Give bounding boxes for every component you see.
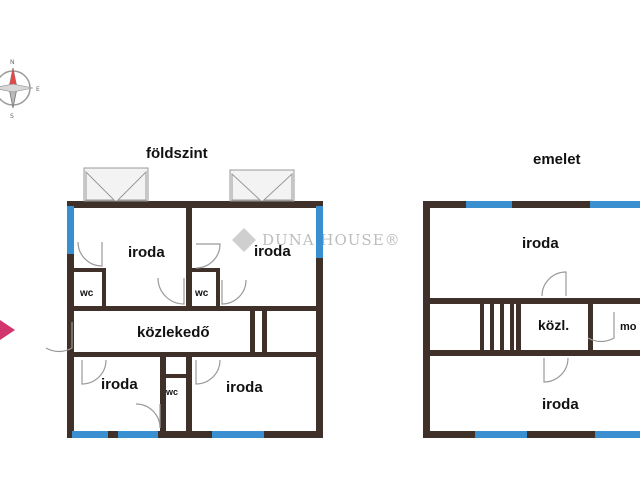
watermark: DUNA HOUSE® [232,228,401,252]
room-label-office: iroda [522,235,559,252]
terrace-door-right [229,169,295,202]
room-label-wc: wc [165,387,178,397]
room-label-office: iroda [101,376,138,393]
door-swing [157,277,185,305]
room-label-office: iroda [542,396,579,413]
duna-house-logo-icon [232,228,256,252]
entry-arrow-icon [0,320,15,340]
room-label-corridor: közlekedő [137,324,210,341]
room-label-wc: wc [194,288,209,299]
door-swing [135,403,161,429]
door-swing [543,357,569,383]
door-swing [77,241,103,267]
room-label-partial: mo [620,321,637,333]
watermark-text: DUNA HOUSE® [262,231,401,249]
compass-s-label: S [10,113,14,120]
ground-floor-doors [45,241,247,429]
door-swing [81,359,107,385]
compass-n-label: N [10,59,15,66]
door-swing [195,359,221,385]
door-swing [195,243,221,269]
entrance-door-swing [45,322,73,353]
ground-floor-windows [67,206,323,438]
compass-e-label: E [36,86,40,93]
room-label-office: iroda [254,243,291,260]
room-label-corridor: közl. [538,317,569,333]
compass-icon: N E S [0,59,40,120]
room-label-office: iroda [226,379,263,396]
door-swing [587,312,615,343]
door-swing [541,271,567,297]
upper-floor-plan [423,201,640,438]
upper-floor-windows [466,201,640,438]
upper-floor-title: emelet [533,151,581,168]
ground-floor-title: földszint [146,145,208,162]
upper-floor-doors [541,271,615,383]
room-label-wc: wc [79,288,94,299]
room-label-office: iroda [128,244,165,261]
terrace-door-left [83,167,149,202]
ground-floor-plan [67,201,323,438]
door-swing [221,279,247,305]
